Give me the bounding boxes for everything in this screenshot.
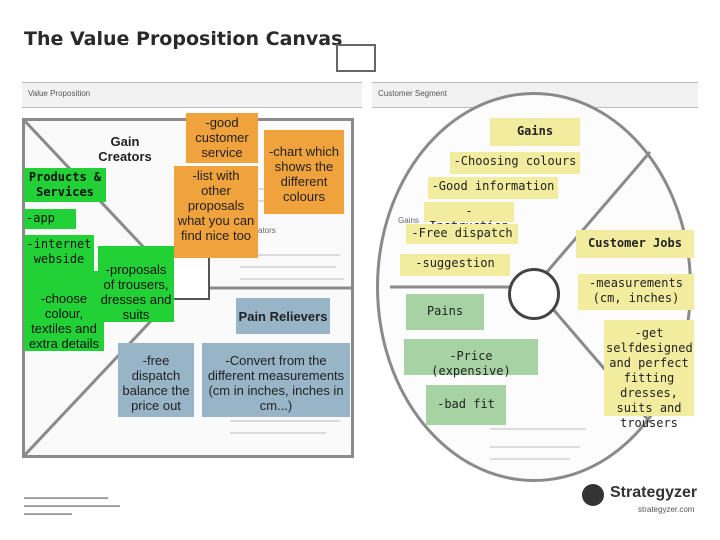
products-services-label: Products & Services xyxy=(24,168,106,202)
copyright-footer: ▬▬▬▬▬▬▬▬▬▬▬▬▬▬▬▬▬▬▬▬▬▬▬▬▬▬▬▬▬▬▬▬▬▬▬▬▬▬ xyxy=(24,495,120,517)
customer-jobs-label: Customer Jobs xyxy=(576,230,694,258)
gift-icon xyxy=(170,256,210,300)
note-free-dispatch-balance: -free dispatch balance the price out xyxy=(118,343,194,417)
value-proposition-label: Value Proposition xyxy=(28,89,91,98)
note-list-proposals: -list with other proposals what you can … xyxy=(174,166,258,258)
note-internet-webside: -internet webside xyxy=(24,235,94,271)
note-good-customer-service: -good customer service xyxy=(186,113,258,163)
gains-canvas-label: Gains xyxy=(398,216,419,225)
note-choosing-colours: -Choosing colours xyxy=(450,152,580,174)
gains-label: Gains xyxy=(490,118,580,146)
strategyzer-logo-icon xyxy=(582,484,604,506)
note-app: -app xyxy=(24,209,76,229)
strategyzer-site: strategyzer.com xyxy=(638,505,695,514)
note-selfdesigned: -get selfdesigned and perfect fitting dr… xyxy=(604,320,694,430)
note-instruction: -Instruction xyxy=(424,202,514,233)
value-proposition-bar: Value Proposition xyxy=(22,82,362,108)
note-bad-fit: -bad fit xyxy=(426,385,506,425)
note-proposals-trousers: -proposals of trousers, dresses and suit… xyxy=(98,246,174,322)
pain-relievers-label: Pain Relievers xyxy=(236,298,330,334)
note-free-dispatch: -Free dispatch xyxy=(406,224,518,244)
note-price-expensive: -Price (expensive) xyxy=(404,339,538,378)
gain-creators-label: Gain Creators xyxy=(98,134,152,164)
customer-segment-label: Customer Segment xyxy=(378,89,447,98)
customer-face-icon xyxy=(508,268,560,320)
note-good-information: -Good information xyxy=(428,177,558,199)
note-convert-measurements: -Convert from the different measurements… xyxy=(202,343,350,417)
canvas-icon xyxy=(336,44,376,72)
note-chart-colours: -chart which shows the different colours xyxy=(264,130,344,214)
page-title: The Value Proposition Canvas xyxy=(24,28,343,50)
note-suggestion: -suggestion xyxy=(400,254,510,276)
pains-label: Pains xyxy=(406,294,484,330)
strategyzer-logo: Strategyzer xyxy=(610,484,698,501)
note-choose-colour: -choose colour, textiles and extra detai… xyxy=(24,271,104,351)
note-measurements: -measurements (cm, inches) xyxy=(578,274,694,310)
